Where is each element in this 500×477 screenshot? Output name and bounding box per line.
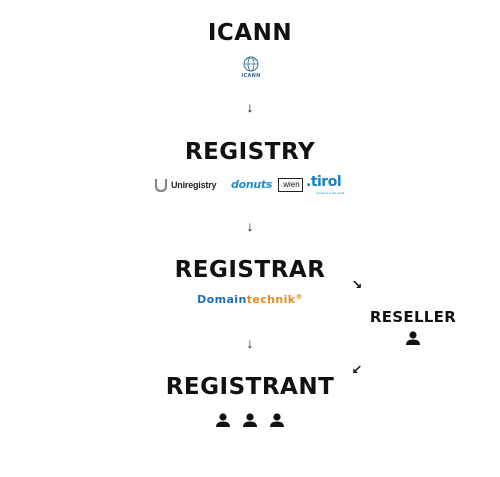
arrow-reseller-to-registrant: ↙ — [351, 362, 363, 377]
registrant-heading: REGISTRANT — [165, 374, 335, 400]
donuts-logo: donuts — [231, 178, 273, 191]
tirol-logo: .tirol — [306, 174, 342, 190]
registrant-person-icon-3 — [269, 413, 285, 427]
tirol-logo-tagline: connects to the world — [316, 191, 345, 195]
domaintechnik-logo-mark: ® — [295, 293, 303, 301]
icann-logo: ICANN — [240, 55, 262, 79]
registrar-heading: REGISTRAR — [174, 257, 326, 283]
arrow-registry-to-registrar: ↓ — [246, 218, 254, 234]
reseller-heading: RESELLER — [369, 308, 457, 326]
registrant-person-icon-2 — [242, 413, 258, 427]
registry-heading: REGISTRY — [184, 139, 316, 165]
globe-icon — [243, 56, 259, 72]
registry-logos: Uniregistry donuts .wien .tirol connects… — [154, 174, 354, 196]
domaintechnik-logo: Domaintechnik® — [0, 293, 500, 306]
domaintechnik-logo-part2: technik — [246, 293, 296, 306]
arrow-registrar-to-reseller: ↘ — [351, 277, 363, 292]
domaintechnik-logo-part1: Domain — [197, 293, 247, 306]
icann-heading: ICANN — [207, 20, 293, 46]
wien-logo: .wien — [278, 178, 303, 192]
icann-logo-text: ICANN — [241, 73, 261, 79]
registrant-person-icon-1 — [215, 413, 231, 427]
reseller-person-icon — [405, 331, 421, 345]
arrow-icann-to-registry: ↓ — [246, 99, 254, 115]
uniregistry-logo: Uniregistry — [171, 180, 217, 190]
arrow-registrar-to-registrant: ↓ — [246, 335, 254, 351]
uniregistry-logo-mark — [154, 179, 168, 192]
